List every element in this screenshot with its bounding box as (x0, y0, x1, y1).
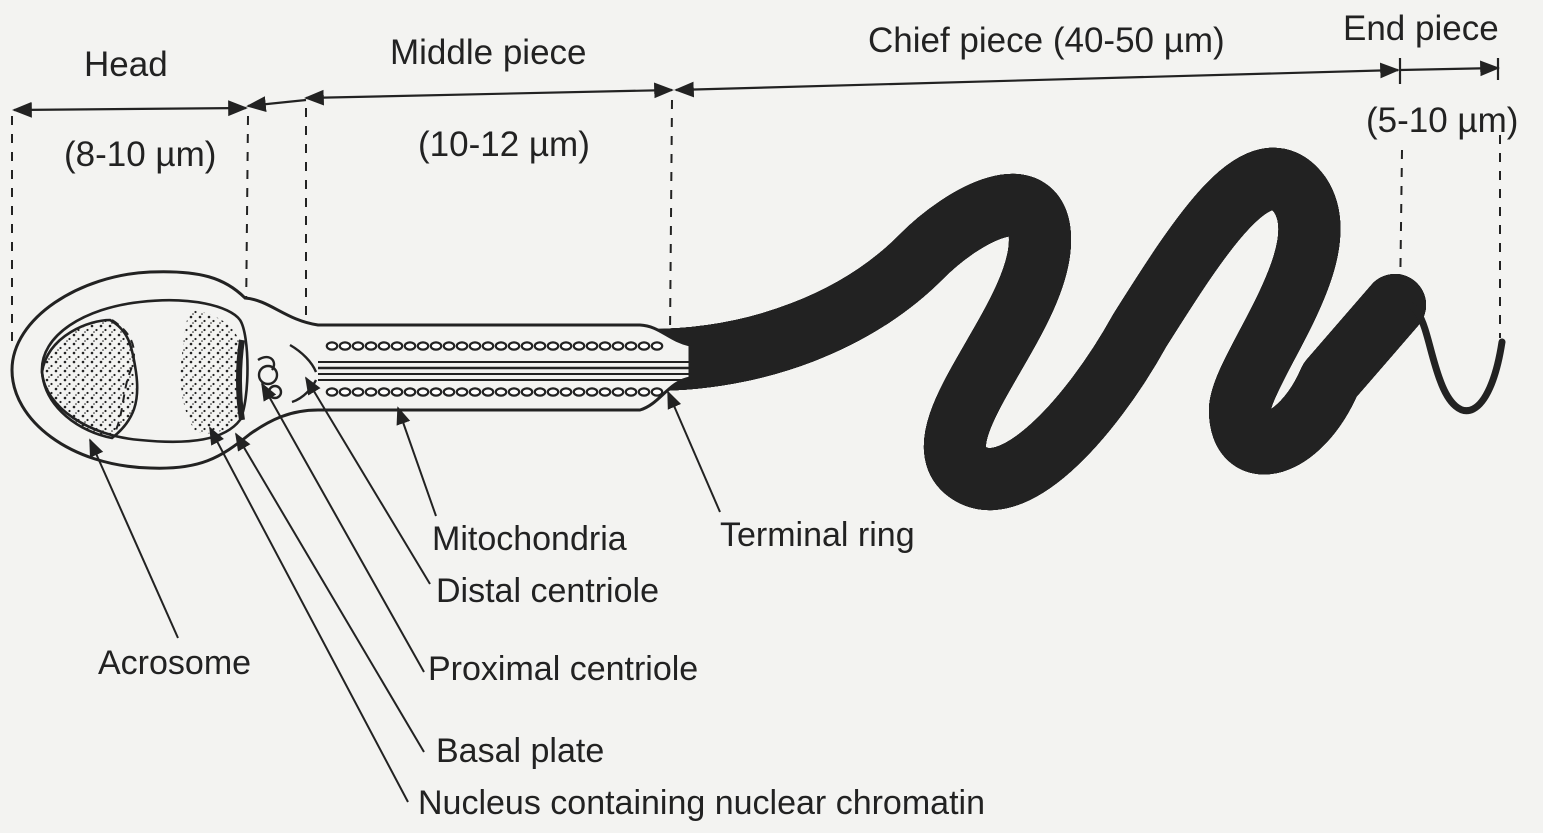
mitochondrion (509, 388, 519, 395)
proximal-centriole-label: Proximal centriole (428, 650, 698, 688)
mitochondrion (392, 388, 402, 395)
leader-mitochondria (398, 408, 436, 516)
mitochondrion (600, 342, 610, 349)
middle-piece-label: Middle piece (390, 33, 587, 72)
dimension-lines (14, 58, 1498, 110)
leader-acrosome (90, 440, 178, 638)
mitochondrion (366, 342, 376, 349)
mitochondrion (327, 388, 337, 395)
mitochondrion (587, 342, 597, 349)
mitochondrion (652, 342, 662, 349)
mitochondrion (587, 388, 597, 395)
end-dimension-arrow (1400, 68, 1498, 70)
mitochondria-label: Mitochondria (432, 520, 627, 558)
mitochondrion (561, 342, 571, 349)
head-label: Head (84, 45, 168, 84)
mitochondrion (431, 388, 441, 395)
mitochondrion (613, 342, 623, 349)
end-piece-label: End piece (1343, 9, 1499, 48)
mitochondrion (405, 388, 415, 395)
chief-dimension-arrow (676, 70, 1398, 90)
mitochondrion (418, 388, 428, 395)
mitochondrion (496, 388, 506, 395)
mitochondrion (522, 342, 532, 349)
mitochondrion (483, 342, 493, 349)
basal-plate-label: Basal plate (436, 732, 604, 770)
distal-centriole-label: Distal centriole (436, 572, 659, 610)
nucleus-label: Nucleus containing nuclear chromatin (418, 784, 985, 822)
leader-nucleus (210, 428, 408, 802)
mitochondrion (379, 342, 389, 349)
mitochondrion (626, 342, 636, 349)
mitochondrion (444, 342, 454, 349)
mitochondrion (548, 342, 558, 349)
mitochondrion (561, 388, 571, 395)
mitochondrion (535, 388, 545, 395)
mitochondrion (574, 342, 584, 349)
mitochondrion (652, 388, 662, 395)
mitochondrion (496, 342, 506, 349)
mitochondrion (509, 342, 519, 349)
mitochondrion (626, 388, 636, 395)
head-size: (8-10 µm) (64, 135, 216, 174)
mitochondrion (431, 342, 441, 349)
basal-plate (239, 340, 242, 420)
middle-dimension-arrow (306, 90, 672, 98)
mitochondrion (340, 342, 350, 349)
terminal-ring-label: Terminal ring (720, 516, 915, 554)
mitochondrion (340, 388, 350, 395)
mitochondrion (366, 388, 376, 395)
mitochondrion (327, 342, 337, 349)
mitochondrion (535, 342, 545, 349)
head-dimension-arrow (14, 108, 246, 110)
mitochondrion (392, 342, 402, 349)
chief-piece-label: Chief piece (40-50 µm) (868, 21, 1225, 60)
mitochondrion (522, 388, 532, 395)
tail (640, 179, 1502, 479)
leader-basal-plate (236, 434, 424, 752)
guide-middle-right (670, 100, 672, 335)
mitochondrion (639, 342, 649, 349)
mitochondrion (405, 342, 415, 349)
guide-head-right (246, 116, 248, 320)
end-piece-size: (5-10 µm) (1366, 101, 1518, 140)
leader-terminal-ring (668, 392, 720, 512)
mitochondrion (600, 388, 610, 395)
mitochondrion (379, 388, 389, 395)
mitochondrion (457, 342, 467, 349)
mitochondrion (353, 342, 363, 349)
mitochondrion (418, 342, 428, 349)
mitochondrion (548, 388, 558, 395)
mitochondrion (353, 388, 363, 395)
acrosome-label: Acrosome (98, 644, 251, 682)
mitochondrion (639, 388, 649, 395)
mitochondrion (613, 388, 623, 395)
leader-proximal-centriole (262, 384, 424, 672)
neck-dimension-arrow (248, 100, 306, 106)
middle-piece-size: (10-12 µm) (418, 125, 590, 164)
mitochondrion (444, 388, 454, 395)
mitochondrion (470, 342, 480, 349)
mitochondrion (483, 388, 493, 395)
mitochondrion (574, 388, 584, 395)
mitochondrion (457, 388, 467, 395)
mitochondrion (470, 388, 480, 395)
